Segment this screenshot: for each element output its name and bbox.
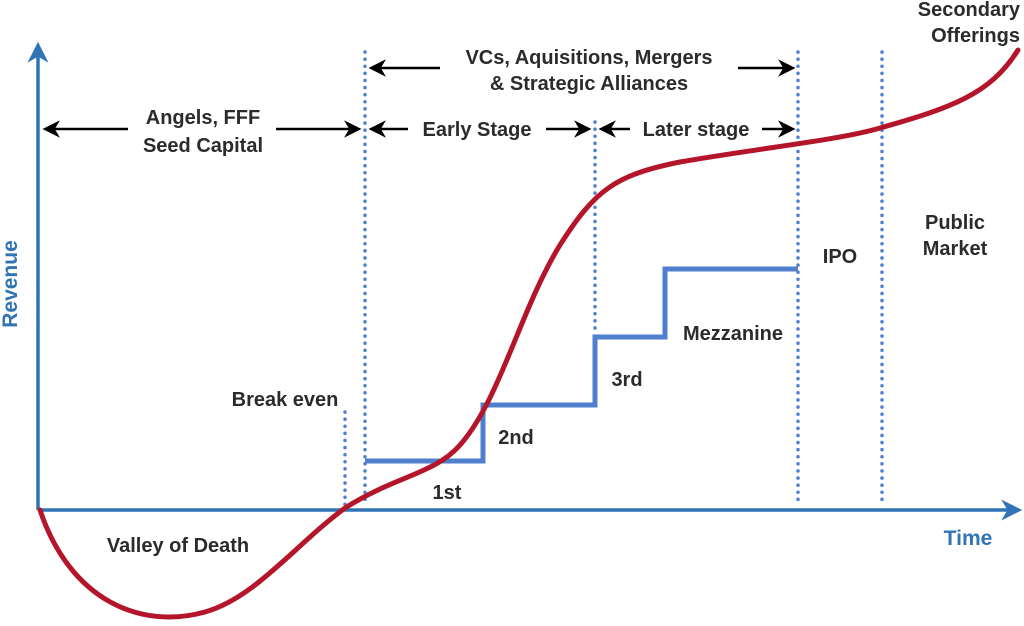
round-1st-label: 1st bbox=[433, 482, 462, 504]
funding-round-labels: 1st 2nd 3rd Mezzanine bbox=[433, 323, 783, 504]
secondary-label-line2: Offerings bbox=[931, 25, 1020, 47]
axes: Revenue Time bbox=[0, 41, 1023, 550]
break-even-label: Break even bbox=[232, 389, 339, 411]
ipo-label: IPO bbox=[823, 246, 857, 268]
secondary-label-line1: Secondary bbox=[918, 0, 1021, 21]
funding-rounds-step-line bbox=[365, 266, 798, 464]
later-stage-label: Later stage bbox=[643, 119, 750, 141]
round-3rd-label: 3rd bbox=[611, 369, 642, 391]
angels-label-line2: Seed Capital bbox=[143, 135, 263, 157]
round-2nd-label: 2nd bbox=[498, 427, 534, 449]
public-market-label-line2: Market bbox=[923, 238, 988, 260]
valley-of-death-label: Valley of Death bbox=[107, 535, 249, 557]
phase-labels: Angels, FFF Seed Capital VCs, Aquisition… bbox=[143, 0, 1021, 260]
vcs-label-line1: VCs, Aquisitions, Mergers bbox=[465, 47, 712, 69]
early-stage-label: Early Stage bbox=[423, 119, 532, 141]
x-axis-label: Time bbox=[944, 527, 993, 550]
y-axis-label: Revenue bbox=[0, 240, 22, 328]
vcs-label-line2: & Strategic Alliances bbox=[490, 73, 688, 95]
round-mezzanine-label: Mezzanine bbox=[683, 323, 783, 345]
angels-label-line1: Angels, FFF bbox=[146, 107, 260, 129]
public-market-label-line1: Public bbox=[925, 212, 985, 234]
revenue-curve bbox=[37, 47, 1021, 620]
phase-dividers bbox=[343, 50, 884, 508]
phase-arrows bbox=[42, 59, 796, 138]
annotations: Break even Valley of Death IPO bbox=[107, 246, 857, 557]
